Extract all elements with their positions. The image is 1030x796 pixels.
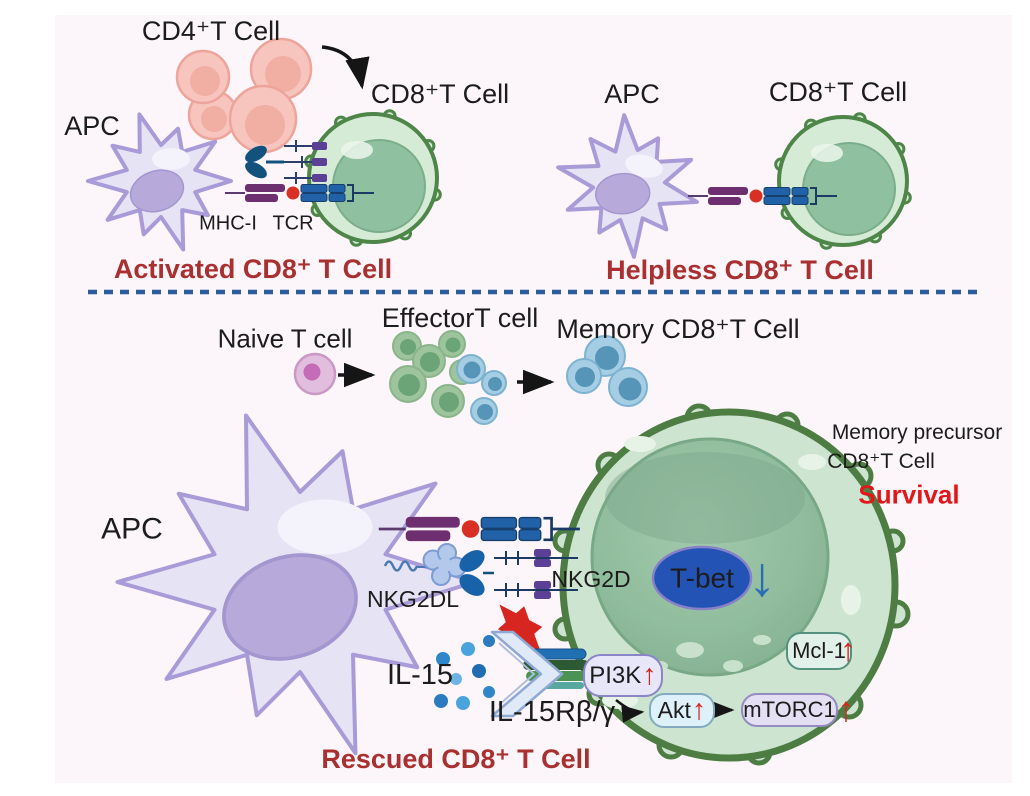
survival-label: Survival (858, 479, 960, 510)
mhc-label: MHC-I (199, 212, 257, 235)
mtorc1-label: mTORC1 (743, 697, 836, 722)
akt-up-arrow-icon: ↑ (691, 694, 707, 727)
activated-caption: Activated CD8⁺ T Cell (113, 253, 393, 284)
pi3k-box: PI3K ↑ (583, 654, 663, 697)
effector-tcell-label: EffectorT cell (381, 302, 539, 333)
nkg2d-receptor (459, 549, 578, 599)
mcl1-label: Mcl-1 (792, 638, 846, 663)
apc-label-helpless: APC (604, 78, 660, 109)
il15r-label: IL-15Rβ/γ (488, 695, 616, 728)
rescued-cd8-cell (552, 403, 911, 766)
il15-label: IL-15 (386, 658, 454, 691)
il15-receptor (490, 630, 590, 718)
cd8-tcell-label-activated: CD8⁺T Cell (370, 78, 510, 109)
mcl1-up-arrow-icon: ↑ (840, 631, 856, 668)
nkg2dl-label: NKG2DL (366, 585, 460, 612)
tcr-label: TCR (272, 212, 314, 235)
nkg2dl-complex (383, 543, 467, 586)
mcl1-box: Mcl-1 (786, 632, 852, 670)
rescued-caption: Rescued CD8⁺ T Cell (321, 743, 591, 774)
naive-tcell (293, 352, 337, 396)
memory-precursor-label-line2: CD8⁺T Cell (827, 449, 935, 473)
cd4-tcell-label: CD4⁺T Cell (141, 15, 281, 46)
nkg2d-label: NKG2D (551, 565, 631, 592)
naive-tcell-label: Naive T cell (217, 323, 353, 354)
pi3k-up-arrow-icon: ↑ (642, 659, 657, 692)
mhc-tcr-rescued (377, 515, 582, 543)
signaling-arrow-akt (615, 699, 645, 723)
helpless-caption: Helpless CD8⁺ T Cell (606, 254, 874, 285)
akt-label: Akt (657, 697, 691, 723)
il15-molecules (434, 635, 495, 710)
effector-tcell-cluster (389, 330, 507, 425)
memory-precursor-label-line1: Memory precursor (831, 420, 1003, 444)
memory-tcell-label: Memory CD8⁺T Cell (556, 313, 800, 344)
akt-box: Akt ↑ (649, 693, 715, 728)
cd8-tcell-label-helpless: CD8⁺T Cell (768, 76, 908, 107)
apc-cell-helpless (539, 100, 716, 271)
help-curved-arrow (321, 45, 370, 90)
interaction-double-arrow (497, 604, 543, 652)
pi3k-label: PI3K (589, 661, 642, 689)
cd8-cell-helpless (773, 111, 913, 251)
tbet-oval (651, 545, 753, 611)
apc-label-rescued: APC (101, 512, 163, 546)
mtorc1-box: mTORC1 (741, 693, 838, 727)
apc-cell-rescued (118, 416, 476, 754)
mtorc1-up-arrow-icon: ↑ (837, 690, 855, 729)
memory-tcell-cluster (566, 335, 648, 407)
tbet-label: T-bet (670, 562, 734, 594)
tbet-down-arrow-icon: ↓ (748, 544, 776, 608)
apc-label-activated: APC (64, 110, 120, 141)
cd4-tcell-cluster (175, 37, 313, 154)
